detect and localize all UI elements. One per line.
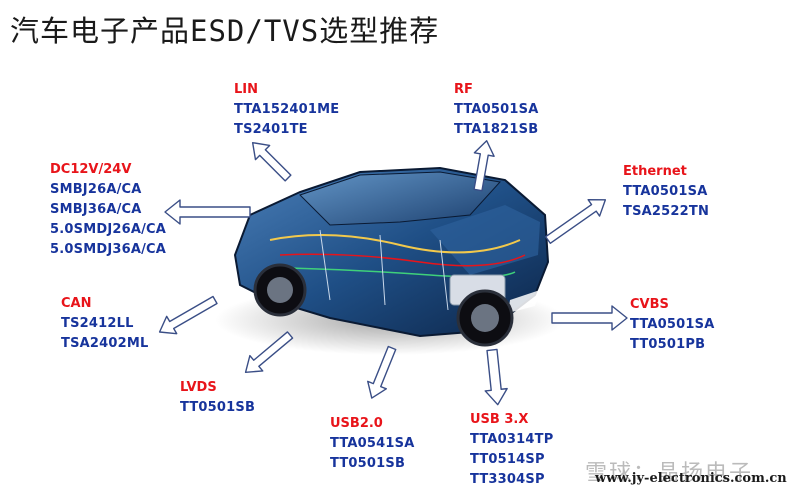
group-lvds: LVDS TT0501SB — [180, 378, 255, 418]
part-label: TTA0541SA — [330, 436, 415, 451]
part-label: TTA0501SA — [630, 317, 715, 332]
group-usb2: USB2.0 TTA0541SA TT0501SB — [330, 414, 415, 474]
group-usb2-header: USB2.0 — [330, 416, 383, 431]
part-label: TTA152401ME — [234, 102, 340, 117]
part-label: TT0514SP — [470, 452, 545, 467]
part-label: 5.0SMDJ36A/CA — [50, 242, 167, 257]
part-label: TT0501PB — [630, 337, 706, 352]
watermark-source: 雪球：晶扬电子 — [585, 461, 754, 486]
watermark: 雪球：晶扬电子 www.jy-electronics.com.cn — [585, 455, 800, 497]
group-cvbs: CVBS TTA0501SA TT0501PB — [630, 295, 715, 355]
group-lvds-header: LVDS — [180, 380, 217, 395]
group-lin: LIN TTA152401ME TS2401TE — [234, 80, 339, 140]
group-cvbs-header: CVBS — [630, 297, 669, 312]
part-label: TSA2522TN — [623, 204, 710, 219]
arrow-can — [158, 295, 218, 335]
car-body — [233, 166, 550, 347]
arrow-rf — [473, 140, 495, 192]
part-label: TTA0501SA — [454, 102, 539, 117]
group-ethernet-header: Ethernet — [623, 164, 687, 179]
part-label: TT0501SB — [180, 400, 256, 415]
arrow-lvds — [244, 331, 294, 373]
group-lin-header: LIN — [234, 82, 259, 97]
watermark-site: www.jy-electronics.com.cn — [595, 471, 787, 486]
arrow-usb3 — [484, 348, 508, 406]
part-label: 5.0SMDJ26A/CA — [50, 222, 167, 237]
part-label: TS2401TE — [234, 122, 308, 137]
group-dc: DC12V/24V SMBJ26A/CA SMBJ36A/CA 5.0SMDJ2… — [50, 160, 166, 260]
group-usb3-header: USB 3.X — [470, 412, 529, 427]
group-rf: RF TTA0501SA TTA1821SB — [454, 80, 539, 140]
part-label: TT0501SB — [330, 456, 406, 471]
part-label: TSA2402ML — [61, 336, 149, 351]
group-rf-header: RF — [454, 82, 473, 97]
part-label: TS2412LL — [61, 316, 134, 331]
arrow-usb2 — [367, 345, 397, 399]
group-usb3: USB 3.X TTA0314TP TT0514SP TT3304SP — [470, 410, 553, 490]
part-label: SMBJ36A/CA — [50, 202, 142, 217]
arrow-cvbs — [551, 305, 628, 331]
group-ethernet: Ethernet TTA0501SA TSA2522TN — [623, 162, 709, 222]
page-title: 汽车电子产品ESD/TVS选型推荐 — [10, 14, 440, 48]
arrow-lin — [251, 141, 292, 182]
part-label: SMBJ26A/CA — [50, 182, 142, 197]
part-label: TTA1821SB — [454, 122, 539, 137]
group-can: CAN TS2412LL TSA2402ML — [61, 294, 149, 354]
group-dc-header: DC12V/24V — [50, 162, 132, 177]
arrow-dc — [164, 199, 251, 225]
part-label: TTA0314TP — [470, 432, 554, 447]
part-label: TT3304SP — [470, 472, 545, 487]
part-label: TTA0501SA — [623, 184, 708, 199]
arrow-ethernet — [545, 198, 607, 244]
group-can-header: CAN — [61, 296, 92, 311]
